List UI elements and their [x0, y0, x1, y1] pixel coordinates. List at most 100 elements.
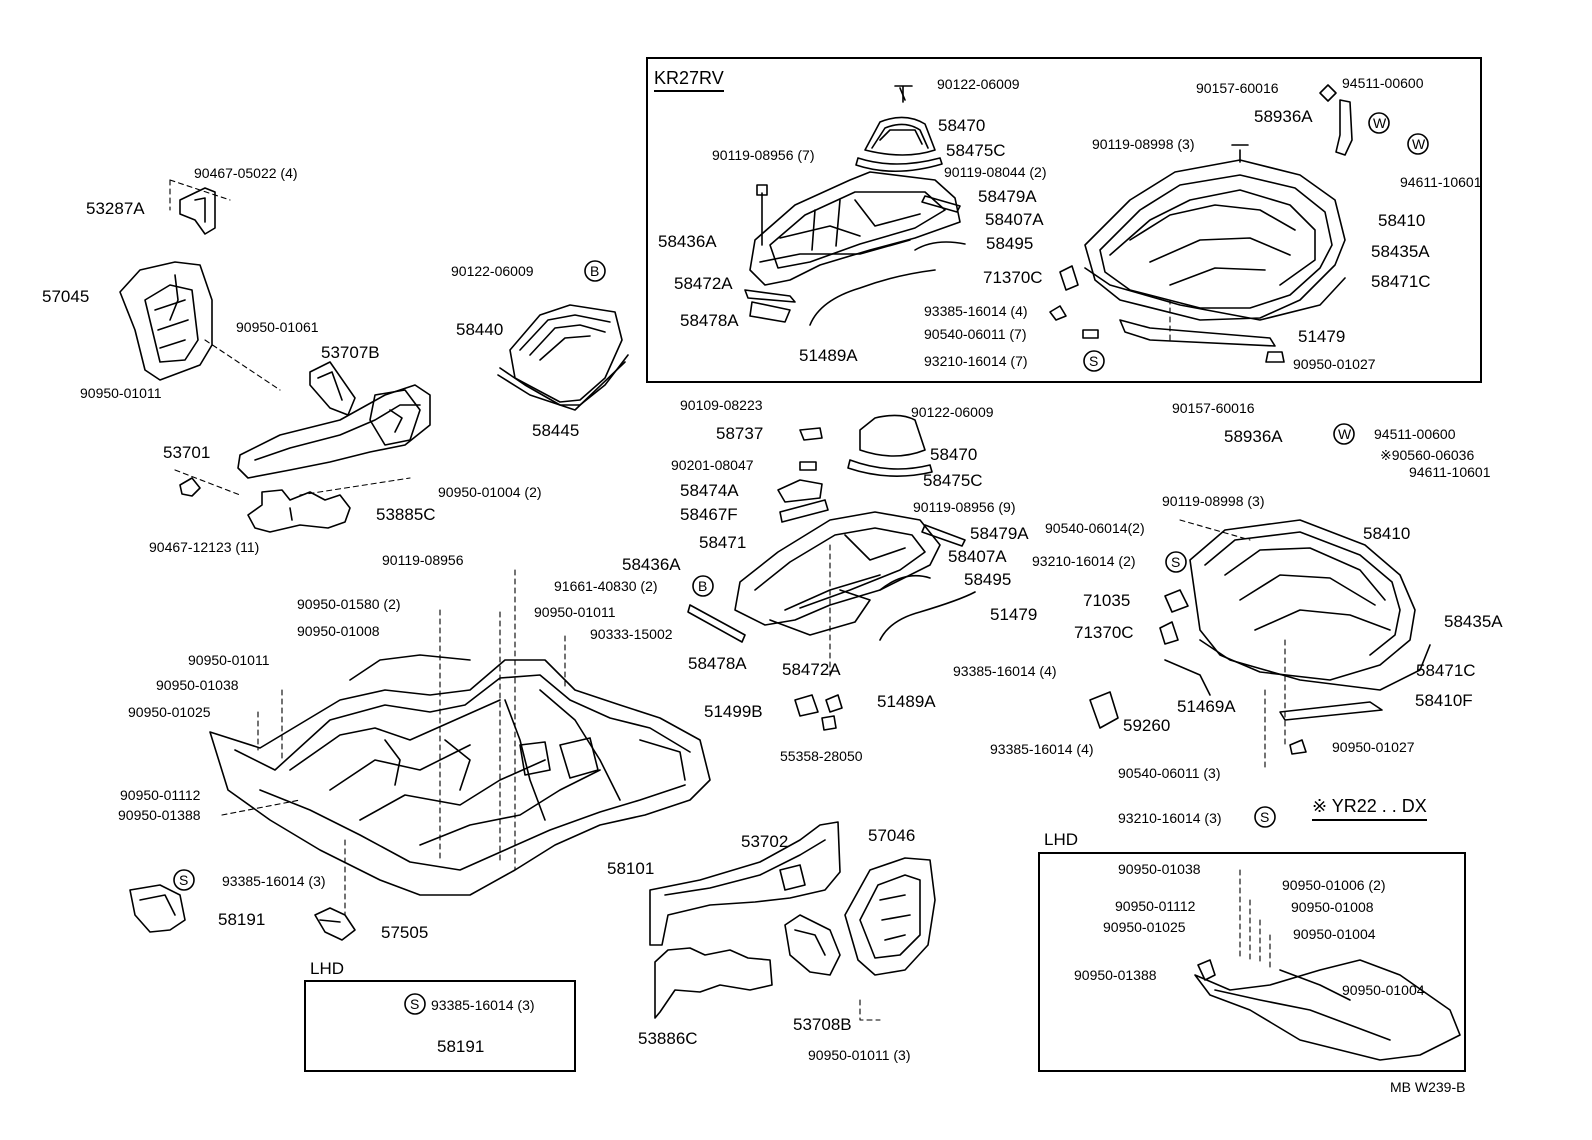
- part-number-label: 58467F: [680, 505, 738, 524]
- symbol-s-5: [404, 993, 426, 1015]
- lhd-large-title: LHD: [1044, 830, 1079, 849]
- bracket-53707B: [309, 361, 356, 416]
- part-number-label: 58436A: [658, 232, 717, 251]
- shift-boot-58440: [497, 304, 629, 411]
- part-number-label: 71035: [1083, 591, 1131, 610]
- part-number-label: 90950-01006 (2): [1282, 877, 1386, 893]
- part-number-label: 57505: [381, 923, 429, 942]
- bracket-53708B: [784, 914, 841, 976]
- part-number-label: 58191: [218, 910, 266, 929]
- part-number-label: 53287A: [86, 199, 145, 218]
- symbol-s-3: [1254, 806, 1276, 828]
- part-number-label: 58471C: [1416, 661, 1476, 680]
- part-number-label: 90119-08956 (7): [712, 147, 815, 163]
- part-number-label: 58495: [986, 234, 1034, 253]
- part-number-label: 93210-16014 (3): [1118, 810, 1222, 826]
- part-number-label: 58479A: [970, 524, 1029, 543]
- part-number-label: 51489A: [877, 692, 936, 711]
- part-number-label: 58410: [1378, 211, 1426, 230]
- lhd-large-inset-frame: [1038, 852, 1466, 1072]
- part-number-label: 90950-01004: [1293, 926, 1376, 942]
- part-number-label: 58478A: [680, 311, 739, 330]
- part-number-label: 93210-16014 (7): [924, 353, 1028, 369]
- bracket-57505: [314, 907, 356, 941]
- part-number-label: 90119-08998 (3): [1092, 136, 1195, 152]
- part-number-label: 93385-16014 (4): [990, 741, 1094, 757]
- part-number-label: 90950-01061: [236, 319, 319, 335]
- part-number-label: 51479: [1298, 327, 1346, 346]
- part-number-label: 58435A: [1444, 612, 1503, 631]
- symbol-b-1: [584, 260, 606, 282]
- symbol-s-letter: S: [1260, 809, 1270, 825]
- part-number-label: 58737: [716, 424, 764, 443]
- kr27rv-title: KR27RV: [654, 69, 724, 92]
- symbol-b-2: [692, 575, 714, 597]
- part-number-label: 58472A: [782, 660, 841, 679]
- part-number-label: 53702: [741, 832, 789, 851]
- part-number-label: 90122-06009: [911, 404, 994, 420]
- grommet-90467-12123: [179, 477, 201, 497]
- part-number-label: 90119-08956 (9): [913, 499, 1016, 515]
- part-number-label: 93385-16014 (4): [953, 663, 1057, 679]
- part-number-label: 90950-01004 (2): [438, 484, 542, 500]
- part-number-label: 51479: [990, 605, 1038, 624]
- lhd-small-inset-frame: [304, 980, 576, 1072]
- part-number-label: 58436A: [622, 555, 681, 574]
- left-panel-57045: [119, 261, 213, 381]
- symbol-s-2: [1165, 551, 1187, 573]
- part-number-label: 57045: [42, 287, 90, 306]
- part-number-label: 94511-00600: [1342, 75, 1424, 91]
- part-number-label: 53885C: [376, 505, 436, 524]
- member-53701: [237, 384, 431, 479]
- part-number-label: 58445: [532, 421, 580, 440]
- part-number-label: 90950-01011 (3): [808, 1047, 911, 1063]
- sheet-id: MB W239-B: [1390, 1079, 1466, 1095]
- part-number-label: 53701: [163, 443, 211, 462]
- symbol-s-1: [1083, 350, 1105, 372]
- symbol-w-letter: W: [1412, 136, 1426, 152]
- panel-57046: [844, 857, 936, 976]
- part-number-label: 93385-16014 (4): [924, 303, 1028, 319]
- part-number-label: 93385-16014 (3): [431, 997, 535, 1013]
- part-number-label: 90950-01011: [534, 604, 616, 620]
- part-number-label: 90950-01027: [1332, 739, 1415, 755]
- part-number-label: 90950-01112: [120, 787, 201, 803]
- part-number-label: 90950-01025: [128, 704, 211, 720]
- lhd-small-title: LHD: [310, 959, 345, 978]
- part-number-label: 90109-08223: [680, 397, 763, 413]
- symbol-w-2: [1407, 133, 1429, 155]
- symbol-s-letter: S: [1171, 554, 1181, 570]
- part-number-label: 58936A: [1254, 107, 1313, 126]
- part-number-label: 90540-06011 (3): [1118, 765, 1221, 781]
- part-number-label: 58101: [607, 859, 655, 878]
- part-number-label: 55358-28050: [780, 748, 863, 764]
- symbol-w-letter: W: [1338, 426, 1352, 442]
- part-number-label: 58470: [938, 116, 986, 135]
- part-number-label: 59260: [1123, 716, 1171, 735]
- part-number-label: 90950-01388: [1074, 967, 1157, 983]
- part-number-label: 90157-60016: [1196, 80, 1279, 96]
- part-number-label: 58478A: [688, 654, 747, 673]
- part-number-label: 57046: [868, 826, 916, 845]
- bracket-58191: [129, 884, 186, 933]
- part-number-label: 58440: [456, 320, 504, 339]
- part-number-label: 90122-06009: [937, 76, 1020, 92]
- kr27rv-console-frame: [744, 171, 966, 326]
- part-number-label: 90950-01008: [1291, 899, 1374, 915]
- part-number-label: 90950-01008: [297, 623, 380, 639]
- part-number-label: 90540-06014(2): [1045, 520, 1145, 536]
- part-number-label: 58471: [699, 533, 747, 552]
- model-note: ※ YR22 . . DX: [1312, 797, 1427, 821]
- part-number-label: 90950-01011: [188, 652, 270, 668]
- part-number-label: 58475C: [946, 141, 1006, 160]
- part-number-label: 71370C: [983, 268, 1043, 287]
- tray-58410-mid: [1089, 519, 1431, 755]
- part-number-label: 58410: [1363, 524, 1411, 543]
- part-number-label: 71370C: [1074, 623, 1134, 642]
- part-number-label: 53886C: [638, 1029, 698, 1048]
- part-number-label: 58410F: [1415, 691, 1473, 710]
- kr27rv-shift-boot: [855, 85, 943, 173]
- insulator-53886C: [654, 947, 773, 1019]
- part-number-label: 90333-15002: [590, 626, 673, 642]
